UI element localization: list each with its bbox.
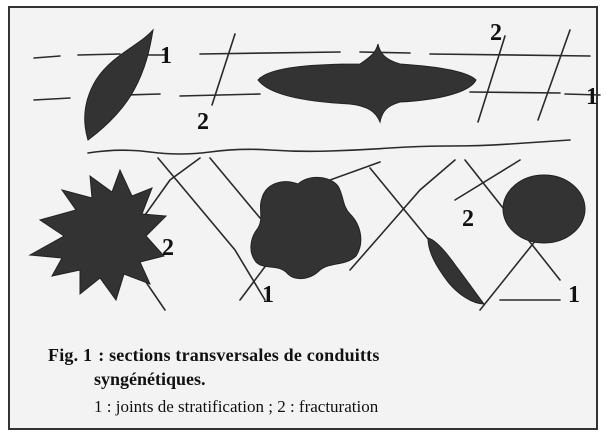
label-fracture-2-bottom-right: 2 [462,206,474,232]
caption-legend: 1 : joints de stratification ; 2 : fract… [94,397,378,417]
label-bedding-1-bottom-right: 1 [568,282,580,308]
fracture-line [210,158,260,218]
conduit-small-lens [428,238,484,304]
label-bedding-1-top-left: 1 [160,43,172,69]
fracture-line [478,36,505,122]
label-fracture-2-top-left: 2 [197,109,209,135]
caption-title-continuation: syngénétiques. [94,369,206,390]
conduit-lens-left [85,30,153,140]
fracture-line [538,30,570,120]
conduit-elongated [258,44,476,122]
caption-title-text: : sections transversales de conduitts [98,345,379,365]
label-bedding-1-bottom-mid: 1 [262,282,274,308]
figure-number: Fig. 1 [48,345,92,365]
figure-caption-title: Fig. 1 : sections transversales de condui… [48,345,380,366]
label-fracture-2-bottom-mid: 2 [162,235,174,261]
label-bedding-1-top-right: 1 [586,84,598,110]
panel-separator-wavy [88,140,570,154]
fracture-line [158,158,265,300]
label-fracture-2-top-right: 2 [490,20,502,46]
conduit-round [503,175,585,243]
conduit-jagged [30,170,166,300]
conduit-star [251,177,361,278]
